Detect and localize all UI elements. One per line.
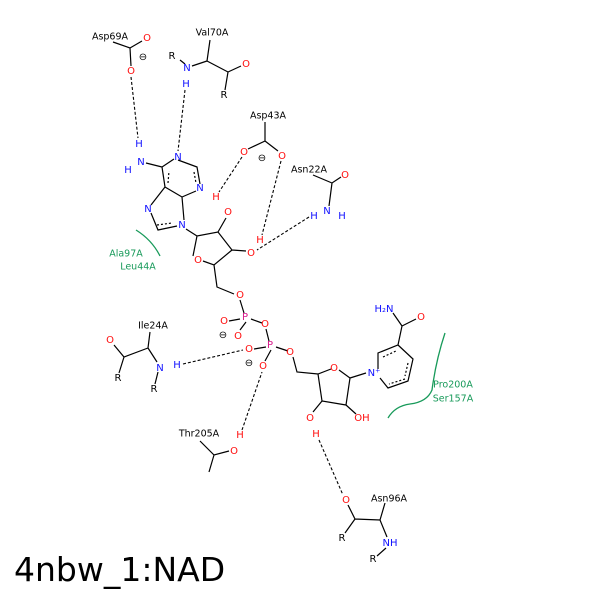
atom-p: P — [242, 312, 248, 323]
atom-n-plus: N⁺ — [368, 368, 381, 379]
residue-label-ala97: Ala97A — [109, 249, 143, 260]
atom-h2n: H₂N — [374, 304, 393, 315]
atom-o: O — [224, 207, 232, 218]
residue-bonds — [112, 39, 388, 557]
atom-o: O — [234, 331, 242, 342]
hbond-asn96 — [318, 439, 344, 496]
atom-o: O — [286, 347, 294, 358]
hbond-asp43-o3 — [261, 160, 282, 236]
atom-o: O — [242, 59, 250, 70]
atom-h: H — [212, 192, 220, 203]
atom-h: H — [182, 79, 190, 90]
atom-o: O — [247, 248, 255, 259]
hbond-val70 — [177, 89, 186, 152]
atom-o: O — [417, 312, 425, 323]
atom-o: O — [194, 255, 202, 266]
atom-o: O — [261, 319, 269, 330]
atom-n: N — [156, 363, 163, 374]
atom-h: H — [338, 211, 346, 222]
hydrogen-bonds — [130, 76, 344, 496]
hydrophobic-contact-pro200-ser157 — [387, 332, 446, 419]
residue-label-thr205: Thr205A — [178, 429, 220, 440]
residue-label-pro200: Pro200A — [433, 380, 473, 391]
atom-nh: NH — [383, 538, 398, 549]
atom-o: O — [236, 290, 244, 301]
atom-n: N — [137, 157, 144, 168]
atom-r: R — [151, 384, 158, 395]
atom-n: N — [174, 152, 181, 163]
residue-label-asn96: Asn96A — [371, 494, 408, 505]
atom-o: O — [143, 33, 151, 44]
atom-n: N — [196, 183, 203, 194]
diagram-title: 4nbw_1:NAD — [14, 550, 226, 589]
ligand-bonds — [145, 158, 417, 415]
residue-label-leu44: Leu44A — [120, 262, 156, 273]
atom-n: N — [144, 204, 151, 215]
atom-o: O — [259, 361, 267, 372]
hbond-asn22 — [256, 216, 310, 251]
atom-labels: O O ⊖ R N H O R O O ⊖ O N H H H N H N N … — [106, 33, 425, 565]
hbond-thr205 — [241, 371, 263, 431]
atom-r: R — [169, 51, 176, 62]
atom-h: H — [124, 165, 132, 176]
atom-h: H — [173, 360, 181, 371]
atom-r: R — [221, 90, 228, 101]
atom-o: O — [106, 335, 114, 346]
residue-label-val70: Val70A — [196, 28, 229, 39]
residue-label-asp69: Asp69A — [92, 32, 129, 43]
atom-o: O — [240, 147, 248, 158]
atom-o: O — [230, 446, 238, 457]
atom-o: O — [341, 170, 349, 181]
residue-label-ile24: Ile24A — [138, 321, 168, 332]
atom-o: O — [342, 495, 350, 506]
atom-r: R — [370, 554, 377, 565]
atom-h: H — [236, 430, 244, 441]
residue-label-asp43: Asp43A — [250, 111, 287, 122]
atom-r: R — [115, 373, 122, 384]
atom-o: O — [306, 413, 314, 424]
atom-n: N — [183, 63, 190, 74]
hydrophobic-contact-ala97-leu44 — [135, 229, 161, 257]
atom-n: N — [178, 220, 185, 231]
atom-o: O — [330, 363, 338, 374]
atom-h: H — [312, 429, 320, 440]
atom-o: O — [278, 151, 286, 162]
atom-o: O — [220, 316, 228, 327]
residue-label-asn22: Asn22A — [291, 165, 328, 176]
atom-o: O — [127, 66, 135, 77]
atom-o: O — [245, 344, 253, 355]
atom-h: H — [310, 211, 318, 222]
negative-charge-icon: ⊖ — [219, 330, 227, 341]
hbond-asp43-o2 — [218, 156, 243, 193]
residue-label-ser157: Ser157A — [433, 394, 474, 405]
atom-h: H — [135, 139, 143, 150]
atom-oh: OH — [354, 413, 369, 424]
hbond-asp69 — [130, 76, 139, 139]
negative-charge-icon: ⊖ — [139, 52, 147, 63]
negative-charge-icon: ⊖ — [258, 153, 266, 164]
atom-p: P — [267, 340, 273, 351]
atom-r: R — [339, 533, 346, 544]
atom-h: H — [256, 235, 264, 246]
negative-charge-icon: ⊖ — [245, 358, 253, 369]
hbond-ile24 — [182, 349, 244, 365]
atom-n: N — [323, 206, 330, 217]
